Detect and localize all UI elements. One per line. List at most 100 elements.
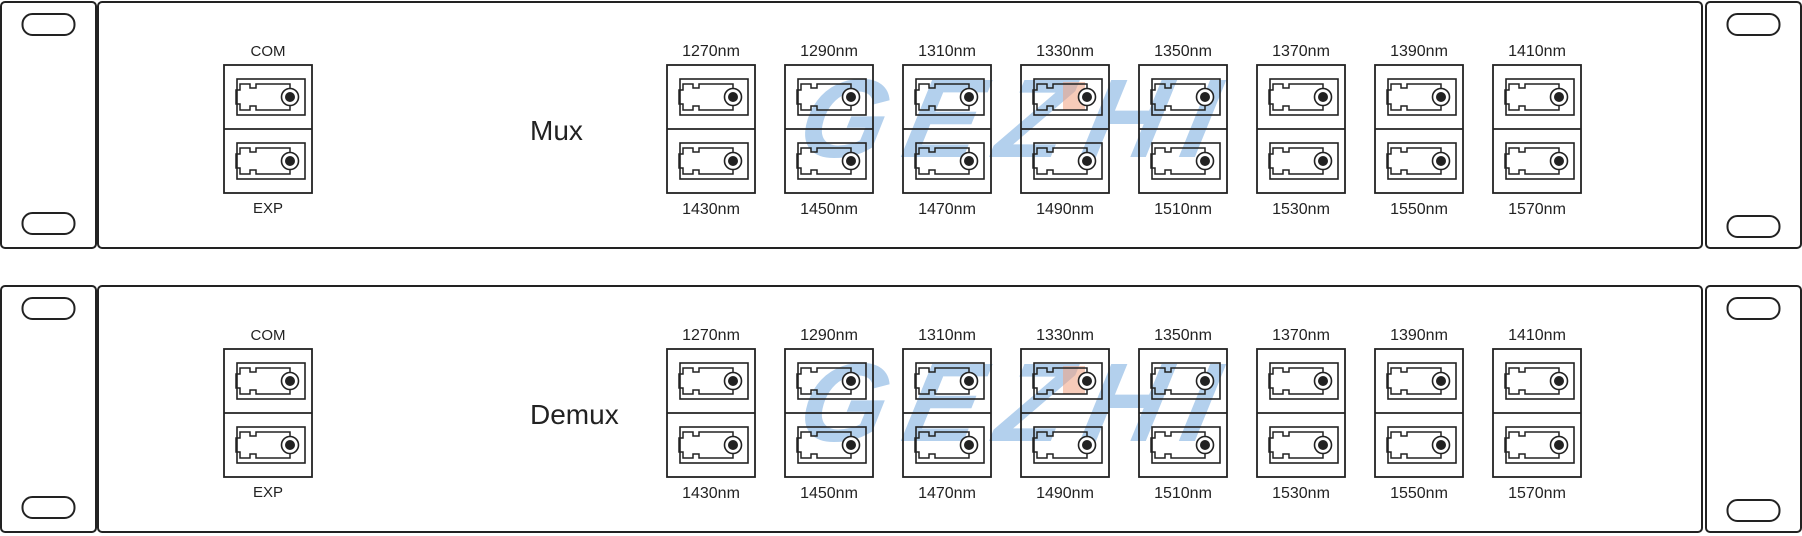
ferrule-core	[1318, 440, 1328, 450]
channel-label-top: 1410nm	[1508, 43, 1566, 60]
channel-label-bottom: 1530nm	[1272, 485, 1330, 502]
connector-icon	[1150, 426, 1221, 464]
mounting-slot	[1726, 13, 1781, 36]
connector-icon	[678, 362, 749, 400]
channel-label-bottom: 1470nm	[918, 201, 976, 218]
connector-body	[679, 78, 749, 116]
exp-label: EXP	[253, 200, 283, 217]
ferrule-core	[1554, 156, 1564, 166]
channel-label-bottom: 1530nm	[1272, 201, 1330, 218]
connector-icon	[1032, 78, 1103, 116]
com-exp-ports	[223, 64, 313, 194]
connector-icon	[796, 142, 867, 180]
ferrule-core	[1554, 440, 1564, 450]
mounting-slot	[21, 212, 76, 235]
ferrule-core	[1082, 376, 1092, 386]
channel-port-pair	[902, 348, 992, 478]
ferrule-core	[728, 92, 738, 102]
unit-title: Demux	[530, 399, 619, 430]
ferrule-core	[1318, 376, 1328, 386]
channel-label-top: 1290nm	[800, 43, 858, 60]
channel-label-bottom: 1450nm	[800, 485, 858, 502]
connector-body	[797, 78, 867, 116]
ferrule-core	[1554, 376, 1564, 386]
connector-icon	[1150, 142, 1221, 180]
connector-icon	[1386, 362, 1457, 400]
channel-label-top: 1350nm	[1154, 327, 1212, 344]
channel-label-bottom: 1470nm	[918, 485, 976, 502]
connector-body	[915, 362, 985, 400]
latch-outline	[1386, 83, 1442, 111]
mounting-slot	[21, 496, 76, 519]
channel-label-top: 1410nm	[1508, 327, 1566, 344]
latch-outline	[914, 83, 970, 111]
connector-icon	[678, 426, 749, 464]
connector-body	[679, 426, 749, 464]
latch-outline	[1504, 83, 1560, 111]
connector-body	[1387, 426, 1457, 464]
ferrule-core	[1436, 376, 1446, 386]
connector-icon	[914, 362, 985, 400]
channel-label-top: 1310nm	[918, 43, 976, 60]
connector-icon	[235, 362, 306, 400]
channel-label-top: 1370nm	[1272, 43, 1330, 60]
connector-icon	[678, 142, 749, 180]
connector-body	[1033, 78, 1103, 116]
latch-outline	[235, 431, 291, 459]
connector-icon	[796, 78, 867, 116]
latch-outline	[1032, 367, 1088, 395]
latch-outline	[796, 83, 852, 111]
ferrule-core	[1082, 92, 1092, 102]
channel-label-bottom: 1570nm	[1508, 485, 1566, 502]
connector-body	[1505, 142, 1575, 180]
connector-body	[236, 142, 306, 180]
channel-label-bottom: 1510nm	[1154, 201, 1212, 218]
connector-icon	[1268, 362, 1339, 400]
demux-unit: GEZHICOMEXPDemux1270nm1430nm1290nm1450nm…	[0, 285, 1802, 533]
channel-label-top: 1350nm	[1154, 43, 1212, 60]
connector-body	[1151, 362, 1221, 400]
latch-outline	[678, 83, 734, 111]
connector-icon	[1150, 362, 1221, 400]
connector-icon	[1504, 142, 1575, 180]
connector-body	[915, 142, 985, 180]
ferrule-core	[1200, 440, 1210, 450]
latch-outline	[1268, 431, 1324, 459]
latch-outline	[1504, 431, 1560, 459]
ferrule-core	[728, 376, 738, 386]
channel-port-pair	[1138, 348, 1228, 478]
connector-body	[1387, 78, 1457, 116]
mounting-slot	[21, 297, 76, 320]
ferrule-core	[964, 440, 974, 450]
unit-title: Mux	[530, 115, 583, 146]
ferrule-core	[285, 376, 295, 386]
latch-outline	[235, 147, 291, 175]
channel-port-pair	[1020, 64, 1110, 194]
channel-label-bottom: 1510nm	[1154, 485, 1212, 502]
latch-outline	[1504, 367, 1560, 395]
mounting-slot	[1726, 297, 1781, 320]
latch-outline	[678, 147, 734, 175]
latch-outline	[235, 367, 291, 395]
latch-outline	[1150, 367, 1206, 395]
connector-icon	[1150, 78, 1221, 116]
latch-outline	[914, 431, 970, 459]
ferrule-core	[728, 156, 738, 166]
latch-outline	[1150, 147, 1206, 175]
latch-outline	[1150, 431, 1206, 459]
channel-label-bottom: 1430nm	[682, 485, 740, 502]
connector-icon	[1268, 78, 1339, 116]
ferrule-core	[964, 156, 974, 166]
latch-outline	[1032, 83, 1088, 111]
front-panel	[97, 285, 1703, 533]
connector-body	[1387, 142, 1457, 180]
latch-outline	[1032, 147, 1088, 175]
ferrule-core	[285, 440, 295, 450]
channel-port-pair	[1020, 348, 1110, 478]
ear-plate	[1705, 1, 1802, 249]
latch-outline	[1504, 147, 1560, 175]
ferrule-core	[846, 156, 856, 166]
connector-icon	[1032, 362, 1103, 400]
left-rack-ear	[0, 285, 97, 533]
com-exp-ports	[223, 348, 313, 478]
